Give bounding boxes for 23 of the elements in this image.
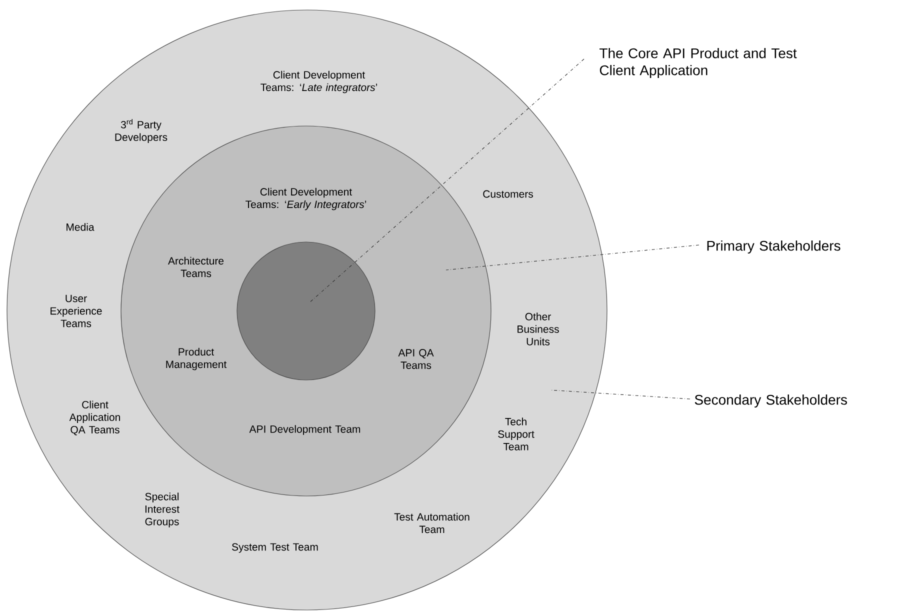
group-label: User Experience Teams	[50, 294, 102, 328]
group-label: Special Interest Groups	[145, 492, 180, 528]
group-label: API QA Teams	[398, 349, 434, 369]
leader-line	[446, 244, 700, 270]
group-label: Test Automation Team	[394, 512, 470, 534]
callout-label: Primary Stakeholders	[707, 240, 840, 254]
group-label: API Development Team	[249, 425, 360, 435]
leader-line	[550, 390, 690, 400]
group-label: Product Management	[166, 348, 227, 370]
group-label: Other Business Units	[518, 312, 559, 346]
leader-line	[308, 58, 584, 304]
group-label: Client Development Teams: ‘Early Integrators’	[246, 188, 366, 210]
group-label: Client Development Teams: ‘Late integrators’	[260, 70, 377, 94]
group-label: Tech Support Team	[498, 418, 534, 450]
group-label: Media	[66, 223, 94, 231]
callout-label: Secondary Stakeholders	[694, 394, 847, 408]
core-circle	[236, 242, 376, 380]
group-label: Customers	[483, 190, 533, 198]
callout-label: The Core API Product and Test Client Application	[600, 48, 797, 78]
group-label: Architecture Teams	[168, 256, 224, 278]
group-label: Client Application QA Teams	[69, 400, 120, 436]
group-label: 3$^{rd}$ Party Developers	[115, 119, 168, 143]
group-label: System Test Team	[232, 543, 318, 553]
